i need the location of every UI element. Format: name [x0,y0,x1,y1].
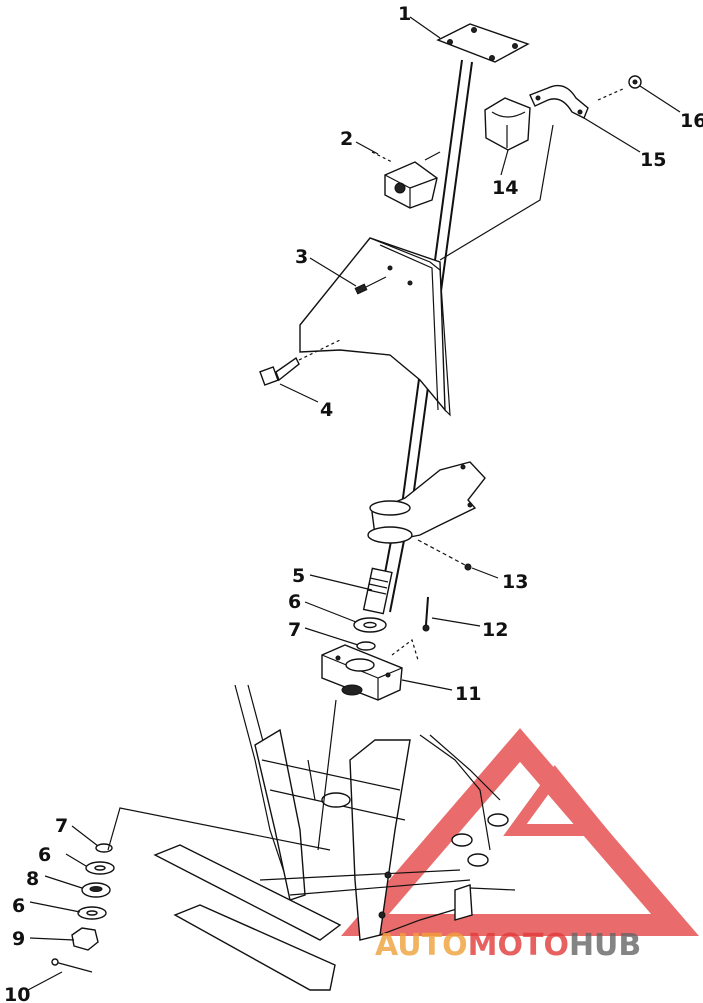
upper-washer-stack [353,617,387,651]
callout-6-lower-a: 6 [38,844,51,866]
watermark-moto: MOTO [468,928,569,963]
callout-9: 9 [12,928,25,950]
callout-16: 16 [680,110,703,132]
callout-6-upper: 6 [288,591,301,613]
callout-2: 2 [340,128,353,150]
svg-text:AUTOMOTOHUB: AUTOMOTOHUB [375,928,641,963]
callout-5: 5 [292,565,305,587]
dash-panel [299,237,451,417]
callout-15: 15 [640,149,666,171]
screw [464,563,472,571]
rubber-block [371,151,441,209]
watermark-hub: HUB [569,928,641,963]
callout-1: 1 [398,3,411,25]
watermark-logo [341,728,699,936]
callout-13: 13 [502,571,528,593]
lower-hardware-stack [51,699,337,973]
long-bolt [259,339,341,386]
callout-11: 11 [455,683,481,705]
pin [422,596,430,632]
nut [597,75,642,101]
callout-7-upper: 7 [288,619,301,641]
callout-12: 12 [482,619,508,641]
callout-3: 3 [295,246,308,268]
callout-6-lower-b: 6 [12,895,25,917]
leader-lines [27,16,681,991]
column-support-bracket [367,461,486,566]
watermark-text: AUTOMOTOHUB [375,928,641,963]
small-bolt [354,276,387,295]
callout-labels: 1 2 3 4 5 6 7 11 12 13 14 15 16 7 6 8 6 … [4,3,703,1003]
u-bracket [529,84,589,119]
vehicle-frame [153,684,516,991]
callout-8: 8 [26,868,39,890]
callout-14: 14 [492,177,518,199]
clamp-half [484,97,531,151]
callout-7-lower: 7 [55,815,68,837]
callout-4: 4 [320,399,333,421]
callout-10: 10 [4,984,30,1003]
bearing-block [321,639,419,701]
watermark-auto: AUTO [375,928,468,963]
